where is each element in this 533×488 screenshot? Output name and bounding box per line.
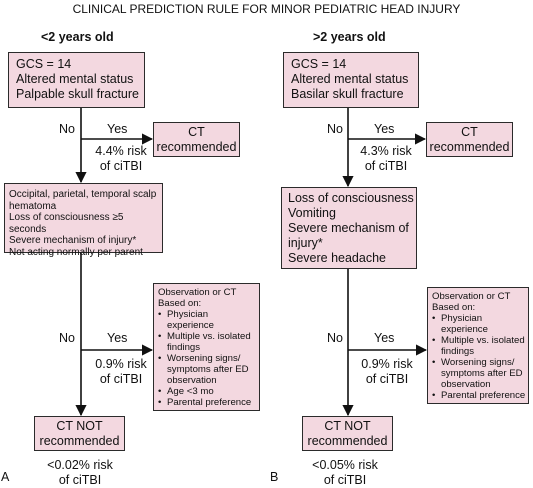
panel-a-ct-not-recommended-box: CT NOT recommended [34,416,125,451]
panel-a-header: <2 years old [41,30,114,44]
panel-a-ct-recommended-box: CT recommended [153,122,240,157]
panel-a-criteria-line: Altered mental status [16,72,134,86]
panel-b-criteria-box: GCS = 14 Altered mental status Basilar s… [283,52,419,108]
panel-b-observation-title: Observation or CT [432,291,511,302]
list-item: Worsening signs/ symptoms after ED obser… [158,353,257,386]
panel-b-risk-3: <0.05% risk of ciTBI [295,458,395,488]
panel-a-yes-label-2: Yes [107,331,128,345]
list-item: Multiple vs. isolated findings [158,331,257,353]
list-item: Multiple vs. isolated findings [432,335,526,357]
panel-a-secondary-line: Not acting normally per parent [9,246,143,258]
panel-b-secondary-line: Severe headache [288,251,386,265]
panel-b-ct-label: CT [461,125,478,139]
panel-a-no-label-1: No [59,122,75,136]
panel-b-ctnot-label: recommended [307,434,388,448]
figure-title: CLINICAL PREDICTION RULE FOR MINOR PEDIA… [72,2,461,16]
panel-a-observation-title: Observation or CT [158,287,237,298]
panel-b-criteria-line: Altered mental status [291,72,409,86]
panel-b-risk-1-unit: of ciTBI [364,159,408,173]
panel-b-secondary-line: Vomiting [288,206,336,220]
panel-b-no-label-1: No [327,122,343,136]
panel-a-secondary-line: Occipital, parietal, temporal scalp [9,189,157,200]
panel-a-risk-3-unit: of ciTBI [58,473,102,487]
panel-b-risk-3-value: <0.05% risk [312,458,378,472]
panel-a-risk-1: 4.4% risk of ciTBI [90,144,152,174]
panel-a-secondary-line: Severe mechanism of injury* [9,235,137,246]
panel-b-yes-label-2: Yes [374,331,395,345]
panel-b-observation-subtitle: Based on: [432,302,476,313]
panel-b-secondary-line: Severe mechanism of [288,221,409,235]
panel-a-observation-subtitle: Based on: [158,298,202,309]
panel-a-ct-label: recommended [156,140,237,154]
panel-b-header: >2 years old [313,30,386,44]
panel-a-risk-2-value: 0.9% risk [95,357,147,371]
panel-a-letter: A [1,470,10,484]
panel-b-ct-recommended-box: CT recommended [426,122,513,157]
panel-a-observation-box: Observation or CT Based on: Physician ex… [153,283,260,411]
panel-a-criteria-line: Palpable skull fracture [16,87,139,101]
panel-a-risk-3-value: <0.02% risk [47,458,113,472]
panel-a-risk-1-value: 4.4% risk [95,144,147,158]
panel-a-criteria-box: GCS = 14 Altered mental status Palpable … [8,52,145,108]
panel-b-yes-label-1: Yes [374,122,395,136]
panel-a-ct-label: CT [188,125,205,139]
panel-a-risk-2: 0.9% risk of ciTBI [90,357,152,387]
list-item: Parental preference [158,397,257,408]
panel-b-risk-2-unit: of ciTBI [365,372,409,386]
list-item: Parental preference [432,390,526,401]
panel-b-letter: B [270,470,279,484]
panel-a-secondary-criteria-box: Occipital, parietal, temporal scalp hema… [4,183,163,258]
panel-b-no-label-2: No [327,331,343,345]
panel-a-ctnot-label: CT NOT [56,419,103,433]
list-item: Physician experience [432,313,526,335]
panel-a-risk-2-unit: of ciTBI [99,372,143,386]
panel-b-secondary-criteria-box: Loss of consciousness Vomiting Severe me… [281,187,417,269]
panel-b-ct-label: recommended [429,140,510,154]
panel-a-secondary-line: hematoma [9,200,57,212]
panel-a-observation-list: Physician experience Multiple vs. isolat… [158,309,257,408]
panel-b-risk-2-value: 0.9% risk [361,357,413,371]
panel-b-secondary-line: Loss of consciousness [288,191,414,205]
panel-b-ct-not-recommended-box: CT NOT recommended [302,416,393,451]
list-item: Age <3 mo [158,386,257,397]
panel-a-yes-label-1: Yes [107,122,128,136]
panel-b-risk-2: 0.9% risk of ciTBI [356,357,418,387]
panel-a-criteria-line: GCS = 14 [16,57,72,71]
panel-b-ctnot-label: CT NOT [324,419,371,433]
panel-a-no-label-2: No [59,331,75,345]
panel-b-risk-1-value: 4.3% risk [360,144,412,158]
panel-b-criteria-line: Basilar skull fracture [291,87,404,101]
list-item: Physician experience [158,309,257,331]
panel-a-secondary-line: Loss of consciousness ≥5 seconds [9,212,124,235]
panel-b-risk-1: 4.3% risk of ciTBI [355,144,417,174]
list-item: Worsening signs/ symptoms after ED obser… [432,357,526,390]
panel-b-secondary-line: injury* [288,236,323,250]
panel-a-risk-1-unit: of ciTBI [99,159,143,173]
panel-a-risk-3: <0.02% risk of ciTBI [30,458,130,488]
panel-a-ctnot-label: recommended [39,434,120,448]
panel-b-observation-list: Physician experience Multiple vs. isolat… [432,313,526,401]
panel-b-criteria-line: GCS = 14 [291,57,347,71]
panel-b-observation-box: Observation or CT Based on: Physician ex… [427,287,529,404]
panel-b-risk-3-unit: of ciTBI [323,473,367,487]
